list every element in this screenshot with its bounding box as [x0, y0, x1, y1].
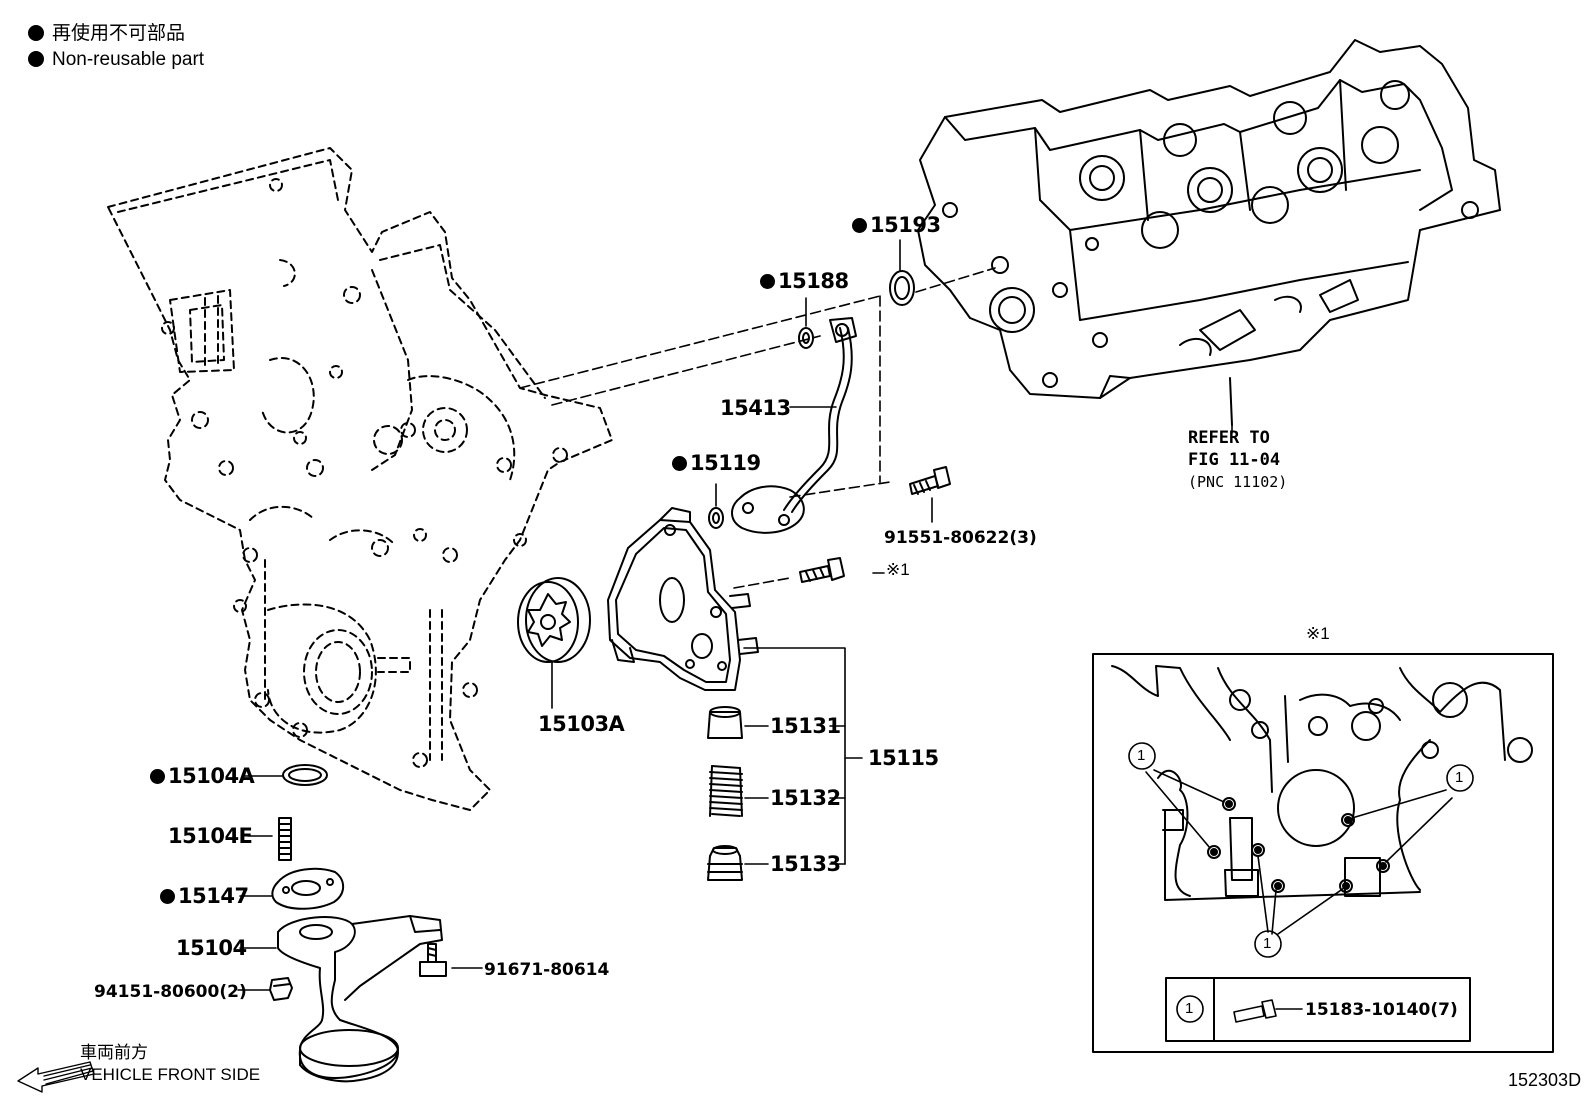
part-label-15147[interactable]: 15147 — [160, 884, 249, 908]
non-reusable-dot-icon — [160, 889, 175, 904]
oil-pump-drawing — [607, 507, 759, 691]
part-label-91671[interactable]: 91671-80614 — [484, 960, 610, 980]
part-label-15104E[interactable]: 15104E — [168, 824, 253, 848]
nut-drawing — [269, 977, 293, 1001]
non-reusable-dot-icon — [28, 51, 44, 67]
o-rings-drawing — [282, 270, 915, 786]
bolt-91671-drawing — [419, 943, 447, 977]
part-label-15115[interactable]: 15115 — [868, 746, 939, 770]
inset-title: ※1 — [1306, 624, 1330, 643]
gasket-drawing — [271, 867, 345, 910]
inset-table-number: 1 — [1185, 1000, 1194, 1017]
inset-table-part[interactable]: 15183-10140(7) — [1305, 1000, 1458, 1020]
non-reusable-dot-icon — [852, 218, 867, 233]
front-arrow-drawing — [17, 1061, 95, 1093]
strainer-drawing — [277, 915, 443, 1083]
part-label-15104[interactable]: 15104 — [176, 936, 247, 960]
part-label-94151[interactable]: 94151-80600(2) — [94, 982, 247, 1002]
part-label-15119[interactable]: 15119 — [672, 451, 761, 475]
inset-callout-left: 1 — [1137, 747, 1146, 764]
rotor-drawing — [517, 577, 591, 663]
part-label-15104A[interactable]: 15104A — [150, 764, 255, 788]
relief-valve-drawing — [707, 706, 743, 881]
front-text-ja: 車両前方 — [80, 1043, 148, 1062]
part-label-15131[interactable]: 15131 — [770, 714, 841, 738]
part-label-15188[interactable]: 15188 — [760, 269, 849, 293]
stud-drawing — [278, 817, 292, 861]
non-reusable-dot-icon — [672, 456, 687, 471]
part-label-15413[interactable]: 15413 — [720, 396, 791, 420]
figure-code: 152303D — [1508, 1070, 1582, 1090]
leader-lines — [237, 239, 1233, 991]
front-text-en: VEHICLE FRONT SIDE — [80, 1065, 261, 1084]
refer-line-1: REFER TO — [1188, 428, 1270, 448]
part-label-15133[interactable]: 15133 — [770, 852, 841, 876]
part-label-91551[interactable]: 91551-80622(3) — [884, 528, 1037, 548]
legend-text-en: Non-reusable part — [52, 49, 205, 70]
legend-line-ja: 再使用不可部品 — [28, 22, 185, 46]
projection-lines — [519, 267, 996, 589]
cylinder-block-drawing — [917, 39, 1501, 426]
legend-text-ja: 再使用不可部品 — [52, 23, 186, 44]
ref-mark-1: ※1 — [886, 560, 910, 579]
part-label-15132[interactable]: 15132 — [770, 786, 841, 810]
oil-pipe-drawing — [731, 317, 857, 534]
non-reusable-dot-icon — [150, 769, 165, 784]
bolt-91551-drawing — [909, 466, 951, 495]
inset-callout-bottom: 1 — [1263, 935, 1272, 952]
part-label-15103A[interactable]: 15103A — [538, 712, 625, 736]
bolt-ref1-drawing — [799, 557, 845, 583]
inset-box — [1092, 653, 1554, 1053]
non-reusable-dot-icon — [760, 274, 775, 289]
refer-line-3: (PNC 11102) — [1188, 473, 1288, 491]
part-label-15193[interactable]: 15193 — [852, 213, 941, 237]
legend-line-en: Non-reusable part — [28, 48, 204, 72]
inset-callout-right: 1 — [1455, 769, 1464, 786]
non-reusable-dot-icon — [28, 25, 44, 41]
timing-cover-drawing — [107, 147, 613, 811]
refer-line-2: FIG 11-04 — [1188, 450, 1281, 470]
